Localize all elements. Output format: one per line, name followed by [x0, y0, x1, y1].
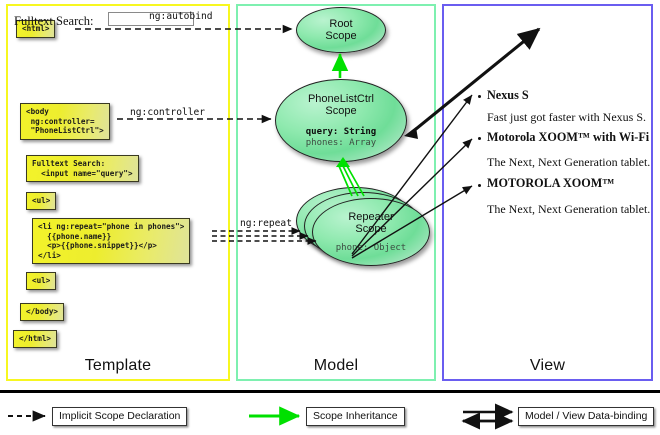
list-bullet	[478, 184, 481, 187]
edge-label-ng-autobind: ng:autobind	[149, 11, 213, 22]
code-box-body-close: </body>	[20, 303, 65, 321]
view-item-snippet: The Next, Next Generation tablet.	[487, 202, 651, 216]
scope-root: Root Scope	[296, 7, 386, 53]
list-bullet	[478, 95, 481, 98]
panel-view-title: View	[529, 357, 566, 374]
code-box-li-repeat: <li ng:repeat="phone in phones"> {{phone…	[32, 218, 191, 265]
list-bullet	[478, 137, 481, 140]
scope-repeater: Repeater Scope phone: Object	[312, 198, 430, 266]
legend-label-scope-inheritance: Scope Inheritance	[306, 407, 405, 426]
code-box-ul-open: <ul>	[26, 192, 57, 210]
scope-root-line2: Scope	[325, 30, 357, 42]
code-box-html-close: </html>	[13, 330, 58, 348]
view-item-name: MOTOROLA XOOM™	[487, 176, 615, 190]
panel-view: View	[442, 4, 653, 381]
scope-phonelistctrl-line1: PhoneListCtrl	[307, 92, 375, 105]
view-item-name: Nexus S	[487, 88, 529, 102]
code-box-html-open: <html>	[16, 20, 56, 38]
view-item-snippet: Fast just got faster with Nexus S.	[487, 110, 646, 124]
legend-label-model-view-data-binding: Model / View Data-binding	[518, 407, 655, 426]
code-box-fulltext-search: Fulltext Search: <input name="query">	[26, 155, 139, 183]
edge-label-ng-controller: ng:controller	[130, 107, 206, 118]
scope-repeater-line2: Scope	[355, 223, 387, 235]
view-item-snippet: The Next, Next Generation tablet.	[487, 155, 651, 169]
panel-template-title: Template	[84, 357, 152, 374]
scope-root-line1: Root	[329, 17, 353, 30]
scope-repeater-line1: Repeater	[348, 210, 394, 223]
legend: Implicit Scope Declaration Scope Inherit…	[0, 390, 660, 435]
legend-label-implicit-scope-declaration: Implicit Scope Declaration	[52, 407, 188, 426]
scope-attr-phones: phones: Array	[305, 137, 377, 148]
code-box-ul-close: <ul>	[26, 272, 57, 290]
edge-label-ng-repeat: ng:repeat	[240, 218, 292, 229]
fulltext-search-label: Fulltext Search:	[14, 14, 94, 28]
panel-model-title: Model	[313, 357, 359, 374]
scope-phonelistctrl-line2: Scope	[325, 105, 357, 117]
legend-divider	[0, 390, 660, 393]
view-item-name: Motorola XOOM™ with Wi-Fi	[487, 130, 650, 144]
code-box-body-open: <body ng:controller= "PhoneListCtrl">	[20, 103, 110, 140]
scope-phonelistctrl: PhoneListCtrl Scope query: String phones…	[275, 79, 407, 162]
scope-attr-query: query: String	[305, 126, 377, 137]
scope-attr-phone: phone: Object	[335, 242, 407, 253]
fulltext-search-input[interactable]	[108, 12, 194, 26]
